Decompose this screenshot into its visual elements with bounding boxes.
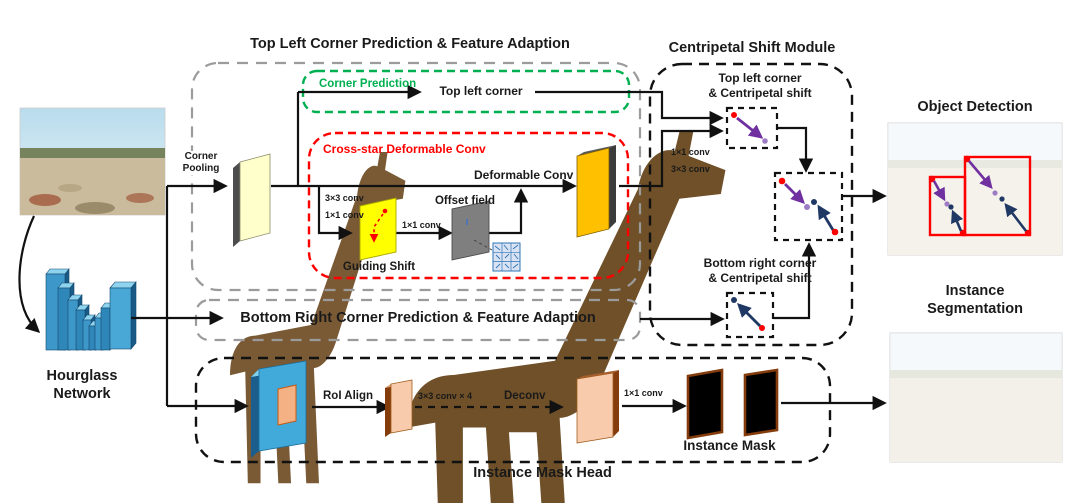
deformable-conv-label: Deformable Conv bbox=[474, 168, 574, 182]
instance-mask-head-title: Instance Mask Head bbox=[473, 465, 612, 481]
conv34-label: 3×3 conv × 4 bbox=[418, 391, 473, 401]
offset-field-map bbox=[451, 200, 493, 261]
instance-mask-head-box bbox=[194, 356, 832, 464]
deconv-label: Deconv bbox=[504, 390, 546, 402]
object-detection-image bbox=[887, 122, 1063, 256]
deconv-feature-map bbox=[576, 370, 619, 444]
roi-feature-map bbox=[251, 360, 307, 458]
offset-conv1-label: 1×1 conv bbox=[402, 220, 441, 230]
corner-pooled-feature-map bbox=[233, 153, 271, 247]
top-left-corner-label: Top left corner bbox=[439, 84, 523, 98]
arrow-offset-to-main bbox=[489, 188, 529, 235]
guiding-shift-label: Guiding Shift bbox=[342, 261, 416, 273]
adapted-feature-map bbox=[576, 145, 616, 238]
instance-mask-label: Instance Mask bbox=[683, 438, 776, 453]
instance-segmentation-image bbox=[889, 332, 1063, 463]
guiding-shift-map bbox=[359, 197, 397, 261]
corner-prediction-label: Corner Prediction bbox=[319, 78, 417, 90]
bottom-right-shift-box bbox=[725, 291, 775, 339]
csm-conv3-label: 3×3 conv bbox=[671, 164, 710, 174]
hourglass-network-graphic bbox=[45, 268, 137, 351]
combined-shift-box bbox=[773, 171, 844, 242]
arrow-to-guiding-shift bbox=[317, 186, 353, 241]
arrow-image-to-hourglass bbox=[18, 215, 41, 333]
line-corner-to-shift bbox=[535, 90, 724, 126]
conv3-label: 3×3 conv bbox=[325, 193, 364, 203]
centripetal-module-box bbox=[648, 62, 854, 347]
top-left-shift-box bbox=[725, 106, 779, 150]
csm-conv1-label: 1×1 conv bbox=[671, 147, 710, 157]
line-br-shift-up bbox=[773, 242, 817, 320]
top-left-module-title: Top Left Corner Prediction & Feature Ada… bbox=[250, 36, 570, 52]
centripetal-module-title: Centripetal Shift Module bbox=[668, 40, 836, 56]
instance-mask-1 bbox=[686, 368, 972, 503]
input-image bbox=[19, 107, 725, 503]
guiding-shift-arrow bbox=[369, 213, 384, 243]
hourglass-label: Hourglass Network bbox=[46, 368, 118, 402]
bottom-right-module-title: Bottom Right Corner Prediction & Feature… bbox=[240, 310, 596, 326]
flow-lines bbox=[18, 84, 887, 415]
top-left-module-box bbox=[190, 61, 642, 292]
cross-star-box bbox=[307, 131, 630, 280]
detection-annotations bbox=[928, 155, 1032, 237]
line-feature-to-shift bbox=[619, 123, 724, 188]
corner-pooling-label: Corner Pooling bbox=[172, 151, 230, 176]
cross-star-title: Cross-star Deformable Conv bbox=[323, 142, 486, 156]
instance-mask-2 bbox=[743, 368, 1013, 503]
guiding-shift-dot bbox=[382, 208, 388, 214]
roi-align-label: RoI Align bbox=[323, 390, 374, 402]
line-tl-shift-down bbox=[777, 126, 814, 173]
roi-region bbox=[277, 384, 297, 426]
offset-grid bbox=[492, 242, 521, 272]
bottom-right-shift-label: Bottom right corner & Centripetal shift bbox=[703, 256, 817, 285]
mask-conv1-label: 1×1 conv bbox=[624, 388, 663, 398]
hourglass-slab bbox=[45, 268, 137, 351]
roi-aligned-map bbox=[385, 379, 413, 437]
conv1-label: 1×1 conv bbox=[325, 210, 364, 220]
top-left-shift-label: Top left corner & Centripetal shift bbox=[708, 71, 812, 100]
object-detection-title: Object Detection bbox=[917, 99, 1033, 115]
offset-field-label: Offset field bbox=[434, 195, 496, 207]
instance-segmentation-title: Instance Segmentation bbox=[927, 283, 1023, 317]
